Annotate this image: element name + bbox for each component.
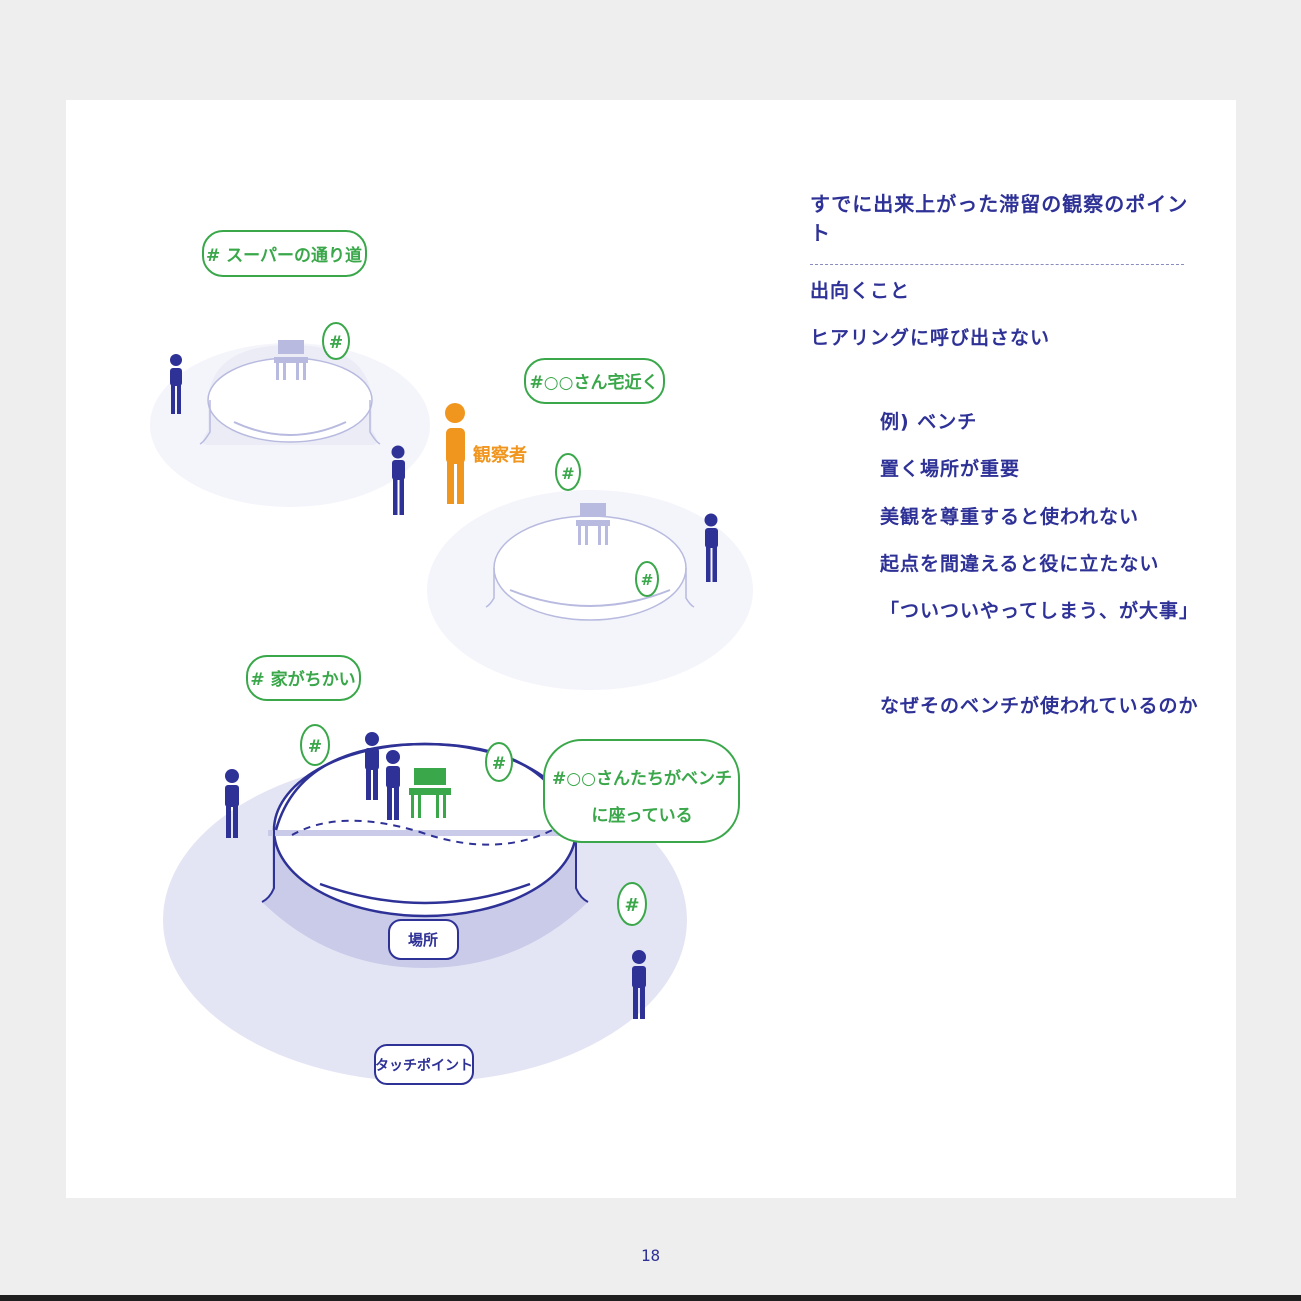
- hashtag-icon: #: [617, 882, 647, 926]
- tag-house-close: # 家がちかい: [246, 655, 361, 701]
- page-number: 18: [640, 1246, 661, 1265]
- observer-label: 観察者: [473, 444, 527, 466]
- svg-text:# 家がちかい: # 家がちかい: [250, 669, 355, 690]
- svg-text:#: #: [561, 464, 574, 483]
- person-icon: [386, 750, 400, 820]
- touchpoint-label: タッチポイント: [374, 1044, 474, 1085]
- svg-text:#: #: [308, 737, 322, 757]
- example-line: 「ついついやってしまう、が大事」: [880, 600, 1200, 622]
- people: [170, 354, 718, 1019]
- person-icon: [391, 445, 405, 515]
- example-line: 美観を尊重すると使われない: [880, 506, 1140, 528]
- hashtag-icon: #: [485, 742, 513, 782]
- svg-text:#: #: [492, 754, 506, 774]
- svg-text:#○○さん宅近く: #○○さん宅近く: [530, 372, 659, 393]
- svg-text:に座っている: に座っている: [591, 805, 692, 826]
- svg-text:場所: 場所: [408, 931, 438, 949]
- person-icon: [170, 354, 182, 414]
- svg-text:#: #: [624, 895, 639, 916]
- svg-text:タッチポイント: タッチポイント: [375, 1057, 473, 1074]
- person-icon: [365, 732, 379, 800]
- person-icon: [445, 403, 465, 504]
- observer-figure: 観察者: [445, 403, 527, 504]
- hashtag-icon: #: [635, 561, 659, 597]
- notes-heading: すでに出来上がった滞留の観察のポイント: [810, 192, 1189, 245]
- person-icon: [225, 769, 239, 838]
- svg-text:# スーパーの通り道: # スーパーの通り道: [206, 245, 362, 266]
- note-item-go-out: 出向くこと: [810, 280, 911, 302]
- hashtag-markers: # # # # # #: [300, 322, 659, 926]
- example-line: 例) ベンチ: [880, 411, 978, 433]
- person-icon: [632, 950, 646, 1019]
- note-item-no-summon: ヒアリングに呼び出さない: [810, 327, 1051, 349]
- place-near-house: [427, 490, 753, 690]
- observation-notes: すでに出来上がった滞留の観察のポイント 出向くこと ヒアリングに呼び出さない 例…: [810, 188, 1198, 717]
- svg-text:#○○さんたちがベンチ: #○○さんたちがベンチ: [552, 768, 732, 789]
- bench-icon: [576, 503, 610, 545]
- bench-icon: [409, 768, 451, 818]
- tag-sitting-on-bench: #○○さんたちがベンチ に座っている: [543, 739, 740, 843]
- place-label: 場所: [388, 919, 459, 960]
- bench-icon: [274, 340, 308, 380]
- person-icon: [704, 513, 718, 582]
- example-line: 置く場所が重要: [880, 458, 1021, 480]
- example-line: 起点を間違えると役に立たない: [880, 553, 1160, 575]
- svg-text:#: #: [329, 333, 343, 353]
- hashtag-icon: #: [322, 322, 350, 360]
- svg-text:#: #: [641, 571, 654, 589]
- tag-near-house: #○○さん宅近く: [524, 358, 665, 404]
- note-question: なぜそのベンチが使われているのか: [880, 695, 1199, 717]
- hashtag-icon: #: [555, 453, 581, 491]
- dashed-divider: [810, 264, 1184, 265]
- hashtag-icon: #: [300, 724, 330, 766]
- bottom-bar: [0, 1295, 1301, 1301]
- place-supermarket: [150, 340, 430, 507]
- tag-supermarket-path: # スーパーの通り道: [202, 230, 367, 277]
